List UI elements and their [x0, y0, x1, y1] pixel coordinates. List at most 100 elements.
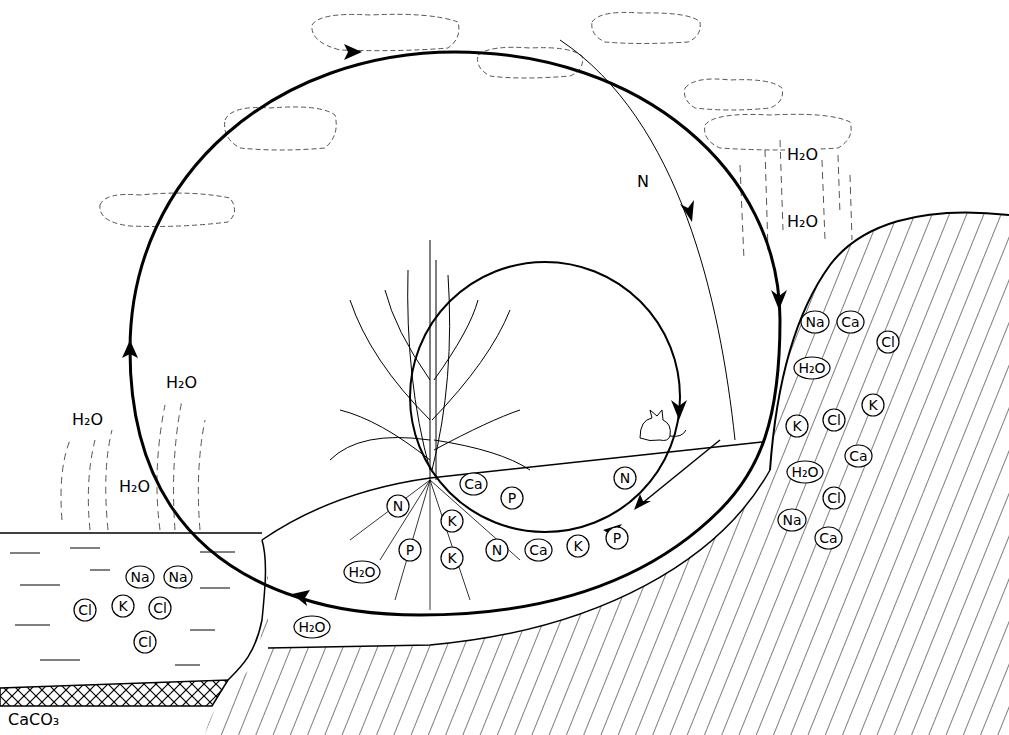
plant-part — [434, 410, 520, 450]
element-circle: Cl — [133, 630, 157, 654]
circle-shape — [778, 509, 806, 531]
roots-part — [350, 480, 430, 540]
element-circle: Cl — [876, 330, 900, 354]
bedrock-part — [205, 212, 1009, 735]
element-circle: H₂O — [786, 460, 824, 484]
big-cycle-part — [130, 52, 780, 615]
element-symbol: H₂O — [798, 361, 825, 375]
big-cycle — [130, 40, 780, 615]
circle-shape — [344, 561, 380, 583]
water-part — [40, 660, 80, 661]
element-circle: Cl — [822, 408, 846, 432]
circle-shape — [441, 547, 463, 569]
element-circle: P — [500, 486, 524, 510]
plant-part — [434, 440, 530, 470]
plant-part — [330, 438, 430, 461]
element-circle: Ca — [844, 444, 873, 468]
circle-shape — [786, 415, 808, 437]
element-symbol: K — [118, 599, 127, 613]
arrowheads-part — [344, 44, 362, 60]
element-circle: P — [398, 538, 422, 562]
rain-part — [850, 175, 852, 240]
element-symbol: K — [573, 539, 582, 553]
bedrock-part — [262, 442, 762, 540]
formula-label: H₂O — [785, 214, 820, 231]
circle-shape — [862, 394, 884, 416]
formula-label: H₂O — [164, 375, 199, 392]
element-symbol: H₂O — [348, 565, 375, 579]
water-part — [10, 553, 40, 554]
element-symbol: Cl — [827, 413, 841, 427]
circle-shape — [787, 461, 823, 483]
water-part — [200, 552, 235, 553]
element-circle: N — [485, 538, 509, 562]
element-circle: Ca — [836, 310, 865, 334]
arrowheads-part — [680, 200, 694, 222]
vapour-part — [106, 430, 112, 530]
circle-shape — [815, 527, 842, 549]
element-circle: K — [440, 509, 464, 533]
circle-shape — [74, 599, 96, 621]
element-symbol: Ca — [849, 449, 867, 463]
element-symbol: Cl — [78, 603, 92, 617]
arrowheads-part — [771, 290, 787, 310]
vapour-part — [88, 440, 95, 530]
plant-part — [385, 290, 430, 380]
circle-shape — [294, 616, 330, 638]
element-circle: K — [785, 414, 809, 438]
element-circle: N — [613, 466, 637, 490]
element-circle: N — [386, 494, 410, 518]
element-circle: K — [861, 393, 885, 417]
element-symbol: Na — [130, 570, 149, 584]
mouse-part — [640, 410, 670, 441]
formula-label: H₂O — [70, 412, 105, 429]
element-symbol: P — [508, 491, 516, 505]
circle-shape — [525, 539, 552, 561]
clouds-part — [225, 107, 337, 150]
element-symbol: Na — [805, 315, 824, 329]
element-symbol: Cl — [827, 491, 841, 505]
circle-shape — [823, 409, 845, 431]
element-symbol: P — [406, 543, 414, 557]
element-symbol: N — [492, 543, 502, 557]
formula-label: H₂O — [785, 147, 820, 164]
water-part — [200, 588, 230, 589]
circle-shape — [112, 595, 134, 617]
rain-part — [822, 160, 825, 240]
element-circle: Cl — [822, 486, 846, 510]
element-circle: K — [566, 534, 590, 558]
element-symbol: Ca — [529, 543, 547, 557]
big-cycle-part — [640, 440, 720, 505]
clouds-part — [592, 12, 700, 43]
mouse-part — [670, 430, 686, 436]
roots — [350, 480, 520, 610]
element-circle: K — [111, 594, 135, 618]
formula-label: H₂O — [117, 479, 152, 496]
small-cycle — [410, 262, 680, 532]
plant-part — [432, 310, 510, 420]
circle-shape — [441, 510, 463, 532]
circle-shape — [614, 467, 636, 489]
element-symbol: H₂O — [791, 465, 818, 479]
small-cycle-part — [410, 262, 680, 532]
element-symbol: K — [447, 514, 456, 528]
clouds-part — [312, 14, 459, 50]
element-circle: Ca — [459, 472, 488, 496]
formula-label: CaCO₃ — [6, 712, 61, 729]
rain-part — [780, 140, 783, 230]
element-circle: Cl — [148, 596, 172, 620]
circle-shape — [149, 597, 171, 619]
rain — [740, 140, 852, 260]
circle-shape — [399, 539, 421, 561]
element-symbol: H₂O — [298, 620, 325, 634]
clouds-part — [705, 114, 852, 150]
arrowheads — [122, 44, 787, 606]
plant-part — [436, 260, 437, 480]
element-circle: Na — [125, 565, 155, 589]
water-part — [70, 548, 100, 549]
clouds-part — [100, 193, 235, 226]
plant-part — [430, 240, 431, 480]
vapour-part — [157, 405, 165, 530]
element-circle: H₂O — [293, 615, 331, 639]
